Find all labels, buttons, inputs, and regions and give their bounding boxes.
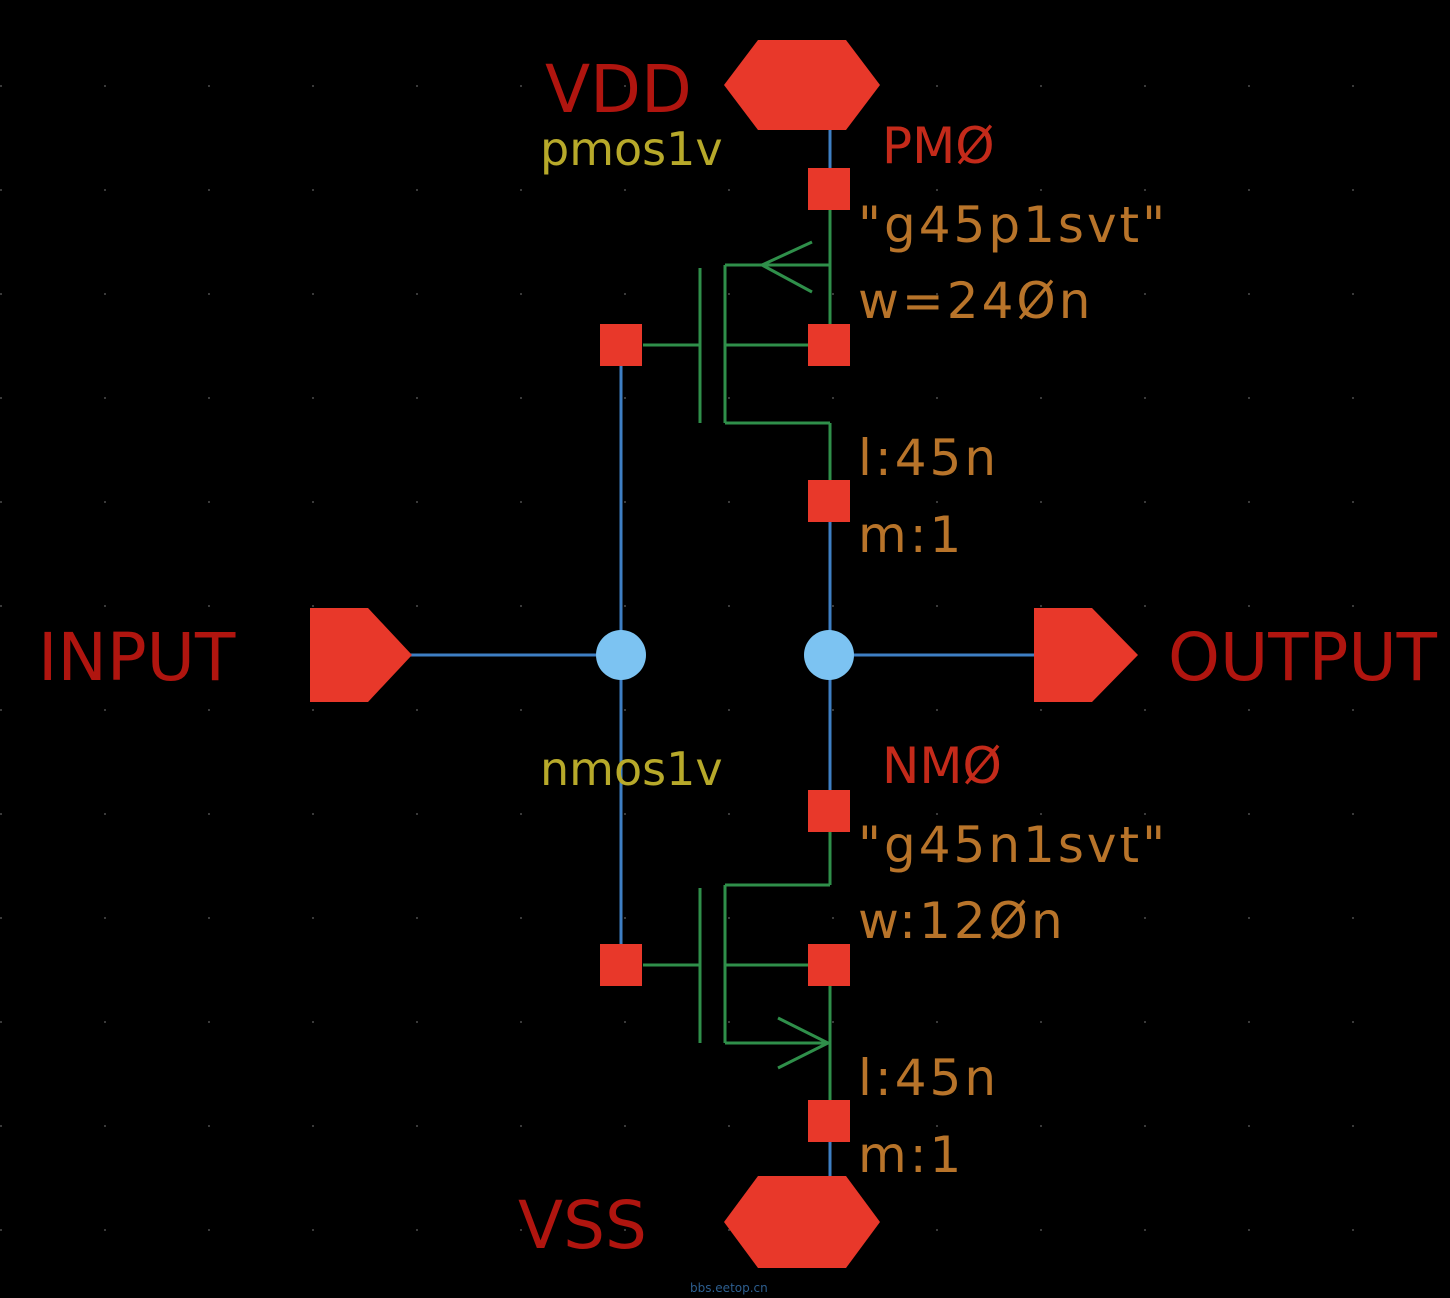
vss-label: VSS	[518, 1187, 647, 1264]
output-pin[interactable]	[1034, 608, 1138, 702]
pmos-instance-name: PMØ	[882, 117, 995, 175]
nmos-model: "g45n1svt"	[858, 816, 1168, 874]
pmos-width: w=24Øn	[858, 272, 1093, 330]
input-pin[interactable]	[310, 608, 412, 702]
nmos-gate-terminal[interactable]	[600, 944, 642, 986]
nmos-length: l:45n	[858, 1049, 999, 1107]
pmos-model: "g45p1svt"	[858, 196, 1168, 254]
pmos-mult: m:1	[858, 506, 964, 564]
output-label: OUTPUT	[1168, 619, 1438, 696]
input-label: INPUT	[38, 619, 236, 696]
terminals	[600, 168, 850, 1142]
nmos-device[interactable]	[643, 830, 832, 1100]
nmos-mult: m:1	[858, 1126, 964, 1184]
nmos-drain-terminal[interactable]	[808, 790, 850, 832]
pmos-length: l:45n	[858, 429, 999, 487]
nmos-body-terminal[interactable]	[808, 944, 850, 986]
pmos-body-terminal[interactable]	[808, 324, 850, 366]
output-junction-dot	[804, 630, 854, 680]
vdd-pin[interactable]	[724, 40, 880, 130]
input-junction-dot	[596, 630, 646, 680]
nmos-width: w:12Øn	[858, 892, 1066, 950]
pmos-drain-terminal[interactable]	[808, 480, 850, 522]
vss-pin[interactable]	[724, 1176, 880, 1268]
pmos-source-terminal[interactable]	[808, 168, 850, 210]
pmos-cell-name: pmos1v	[540, 122, 723, 176]
nmos-source-terminal[interactable]	[808, 1100, 850, 1142]
nmos-instance-name: NMØ	[882, 737, 1002, 795]
pmos-gate-terminal[interactable]	[600, 324, 642, 366]
watermark: bbs.eetop.cn	[690, 1281, 768, 1295]
pmos-device[interactable]	[643, 210, 832, 480]
vdd-label: VDD	[545, 51, 692, 128]
nmos-cell-name: nmos1v	[540, 742, 723, 796]
